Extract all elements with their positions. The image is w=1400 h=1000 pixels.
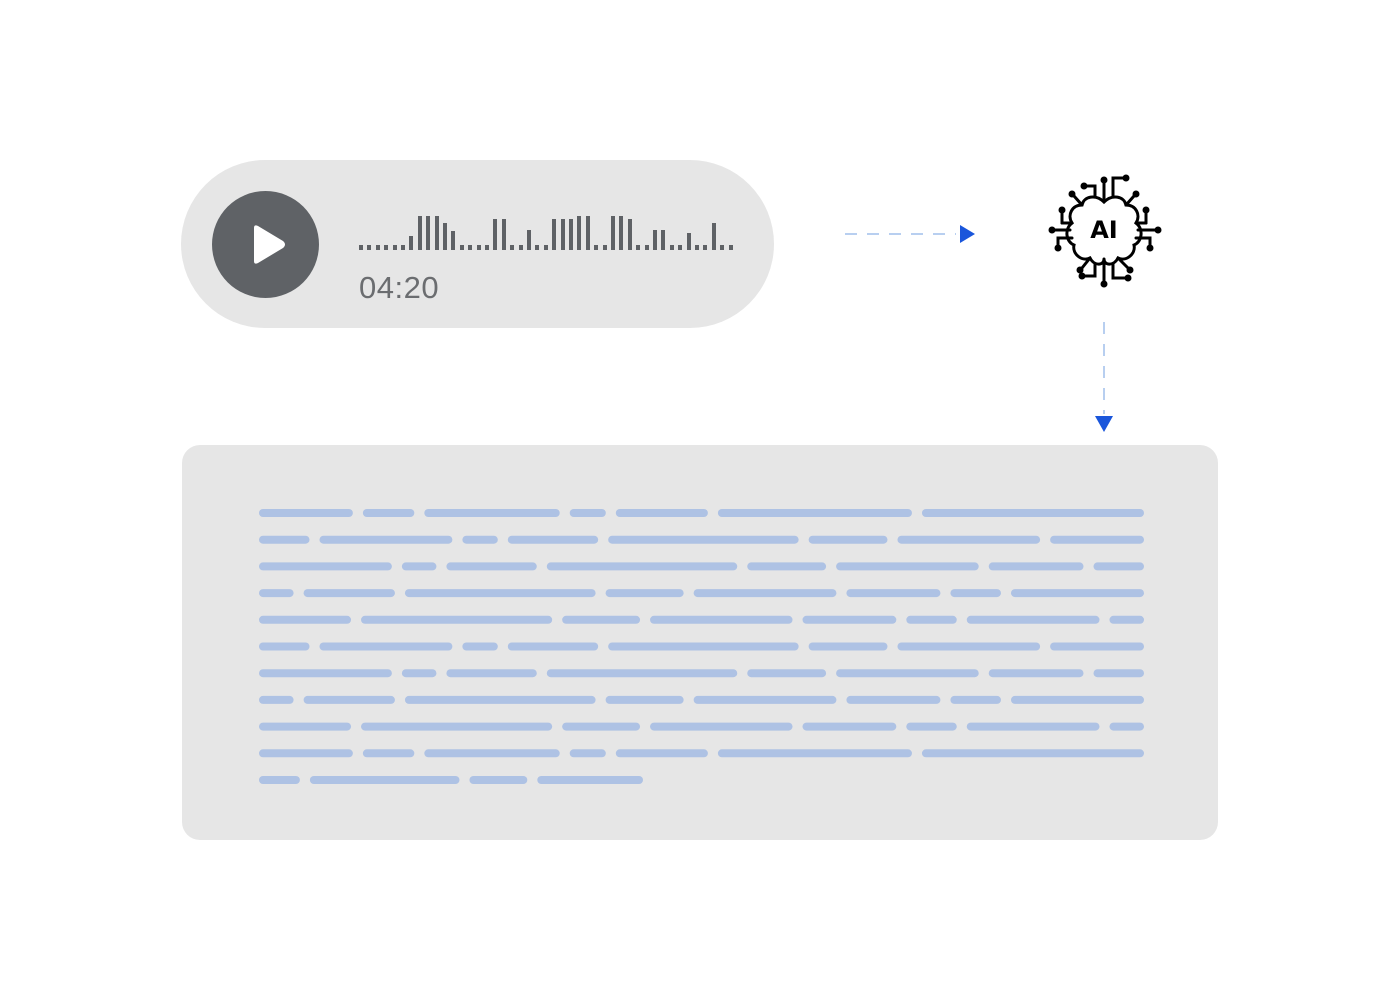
waveform-bar: [443, 223, 447, 250]
duration-label: 04:20: [359, 270, 440, 305]
ai-brain-circuit-icon: [1048, 174, 1162, 288]
waveform-bar: [602, 245, 607, 250]
waveform-bar: [535, 245, 540, 250]
waveform-bar: [644, 245, 649, 250]
waveform-bar: [417, 216, 422, 250]
waveform-bar: [720, 245, 725, 250]
waveform-bar: [594, 245, 599, 250]
waveform-bar: [585, 216, 590, 250]
waveform-bar: [695, 245, 699, 250]
waveform-bar: [577, 216, 582, 250]
waveform-bar: [485, 245, 489, 250]
waveform-bar: [401, 245, 405, 250]
waveform-bar: [468, 245, 473, 250]
play-icon: [254, 225, 285, 264]
arrowhead-down-icon: [1095, 416, 1113, 432]
waveform-bar: [501, 219, 506, 250]
waveform-bar: [543, 245, 548, 250]
waveform-bar: [367, 245, 372, 250]
waveform-bar: [728, 245, 733, 250]
flow-arrow-to-ai: [845, 225, 975, 243]
audio-waveform: [359, 200, 739, 250]
waveform-bar: [518, 245, 523, 250]
waveform-bar: [359, 245, 363, 250]
waveform-bar: [669, 245, 674, 250]
waveform-bar: [653, 230, 657, 250]
waveform-bar: [703, 245, 708, 250]
waveform-bar: [375, 245, 380, 250]
waveform-bar: [661, 230, 666, 250]
waveform-bar: [527, 230, 531, 250]
waveform-bar: [627, 219, 632, 250]
waveform-bar: [711, 223, 716, 250]
waveform-bar: [636, 245, 641, 250]
transcript-text-placeholder: [259, 509, 1144, 784]
waveform-bar: [426, 216, 431, 250]
waveform-bar: [678, 245, 683, 250]
waveform-bar: [611, 216, 615, 250]
waveform-bar: [510, 245, 515, 250]
waveform-bar: [569, 219, 573, 250]
waveform-bar: [686, 233, 691, 250]
voice-message-player: 04:20: [181, 160, 774, 328]
ai-icon: AI: [1042, 172, 1166, 296]
waveform-bar: [459, 245, 464, 250]
ai-label: AI: [1090, 216, 1118, 244]
waveform-bar: [619, 216, 624, 250]
waveform-bar: [493, 219, 498, 250]
waveform-bar: [392, 245, 397, 250]
flow-arrow-to-transcript: [1095, 322, 1113, 432]
waveform-bar: [384, 245, 389, 250]
transcript-panel: [182, 445, 1218, 840]
waveform-bar: [476, 245, 481, 250]
waveform-bar: [552, 219, 557, 250]
arrowhead-right-icon: [960, 225, 975, 243]
waveform-bar: [409, 236, 414, 250]
play-button[interactable]: [212, 191, 319, 298]
waveform-bar: [560, 219, 565, 250]
waveform-bar: [451, 231, 456, 250]
waveform-bar: [434, 216, 439, 250]
